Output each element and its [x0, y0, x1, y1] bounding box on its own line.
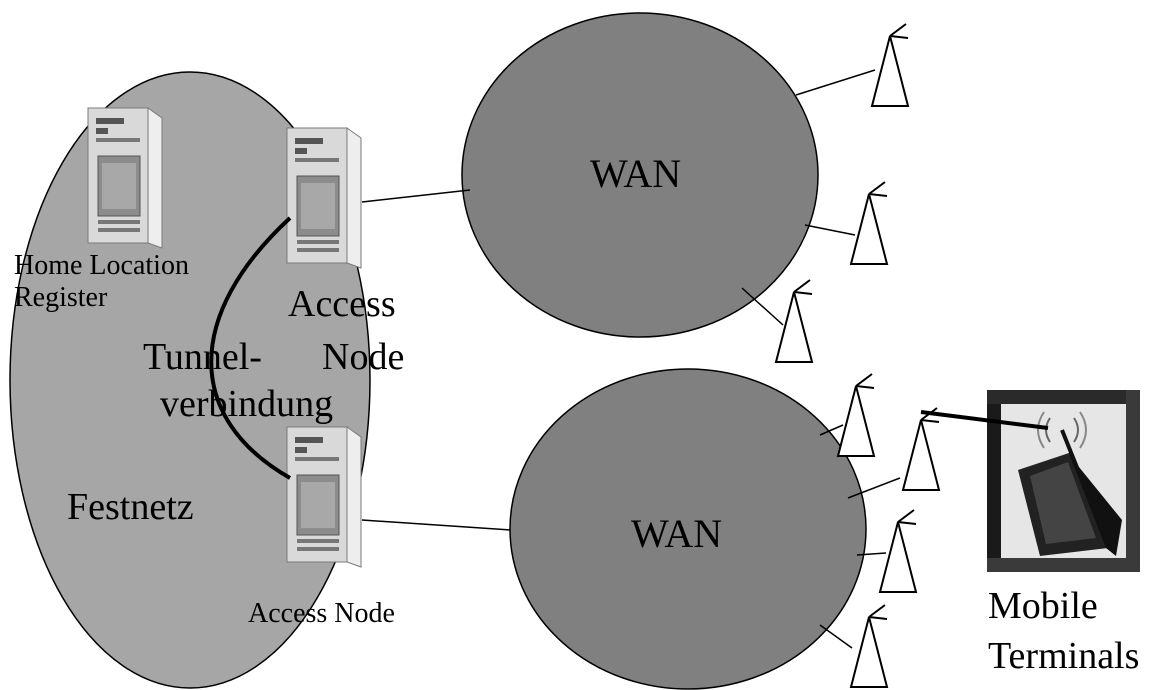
- antenna-icon: [775, 279, 813, 363]
- wan-top-circle: [461, 12, 819, 338]
- antenna-icon: [850, 604, 888, 688]
- access-node-top-label-line-2: Node: [322, 336, 405, 378]
- link-wan-antenna-4: [819, 424, 844, 436]
- antenna-icon: [902, 407, 940, 491]
- link-access-bottom-wan: [361, 519, 511, 531]
- hlr-label-line-1: Home Location: [14, 250, 189, 281]
- server-tower-icon: [286, 426, 362, 568]
- laptop-with-antenna-icon: [987, 390, 1140, 572]
- mobile-terminals-label-line-2: Terminals: [988, 635, 1140, 677]
- antenna-icon: [850, 181, 888, 265]
- link-wan-antenna-3: [741, 287, 784, 326]
- tunnel-label-line-2: verbindung: [160, 383, 334, 425]
- wan-bottom-label: WAN: [631, 511, 723, 556]
- tunnel-label-line-1: Tunnel-: [143, 336, 262, 378]
- antenna-icon: [879, 509, 917, 593]
- wan-bottom-circle: [509, 368, 867, 690]
- antenna-icon: [871, 23, 909, 107]
- link-antenna-terminal: [920, 410, 1049, 430]
- link-wan-antenna-7: [819, 624, 853, 649]
- link-wan-antenna-6: [856, 552, 887, 556]
- access-node-bottom-label: Access Node: [248, 598, 395, 629]
- server-tower-icon: [286, 127, 362, 269]
- access-node-top-label-line-1: Access: [288, 283, 396, 325]
- link-access-top-wan: [361, 189, 471, 203]
- hlr-label-line-2: Register: [14, 282, 108, 313]
- link-wan-antenna-2: [804, 224, 856, 236]
- wan-top-label: WAN: [590, 151, 682, 196]
- tunnel-connection: [209, 216, 292, 480]
- mobile-terminals-label-line-1: Mobile: [988, 585, 1098, 627]
- home-location-register-label: Home Location Register: [14, 252, 189, 312]
- festnetz-label: Festnetz: [67, 486, 194, 528]
- antenna-icon: [837, 373, 875, 457]
- server-tower-icon: [87, 107, 163, 249]
- link-wan-antenna-5: [847, 477, 901, 499]
- link-wan-antenna-1: [795, 69, 876, 96]
